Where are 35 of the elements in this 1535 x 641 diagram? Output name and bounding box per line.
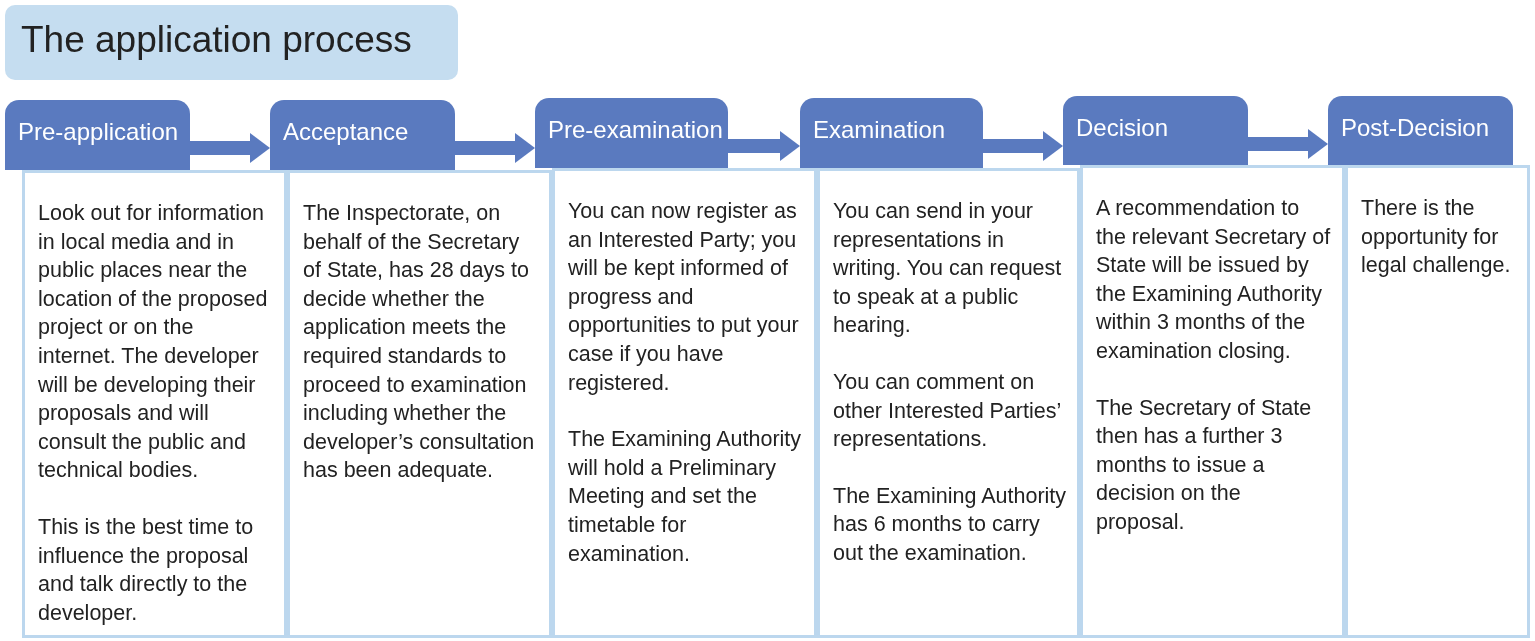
stage-tab bbox=[1063, 96, 1248, 165]
arrow bbox=[190, 133, 270, 163]
arrow bbox=[455, 133, 535, 163]
arrow bbox=[983, 131, 1063, 161]
stage-description: The Examining Authority has 6 months to carry out the examination. bbox=[833, 482, 1068, 567]
stage-description: The Inspectorate, on behalf of the Secretary of State, has 28 days to decide whether the application meets the required standards to proceed to examination including whether the developer’s consultation has been adequate. bbox=[303, 200, 536, 485]
stage-tab bbox=[535, 98, 728, 168]
stage-panel bbox=[1345, 165, 1530, 638]
stage-tab bbox=[5, 100, 190, 170]
stage-heading: Acceptance bbox=[283, 118, 409, 146]
stage-description: This is the best time to influence the proposal and talk directly to the developer. bbox=[38, 513, 255, 627]
arrow bbox=[728, 131, 800, 161]
stage-tab bbox=[1328, 96, 1513, 165]
stage-description: Look out for information in local media and in public places near the location of the proposed project or on the internet. The developer will be developing their proposals and will consult the public and technical bodies. bbox=[38, 200, 269, 485]
stage-heading: Examination bbox=[813, 116, 946, 144]
stage-heading: Decision bbox=[1076, 114, 1169, 142]
title: The application process bbox=[5, 5, 458, 80]
stage-tab bbox=[800, 98, 983, 168]
stage-description: The Secretary of State then has a further 3 months to issue a decision on the proposal. bbox=[1096, 394, 1313, 536]
stage-description: You can comment on other Interested Parties’ representations. bbox=[833, 368, 1062, 454]
stage-panel bbox=[552, 168, 817, 638]
stage-heading: Pre-examination bbox=[548, 116, 723, 144]
stage-heading: Pre-application bbox=[18, 118, 179, 146]
stage-panel bbox=[22, 170, 287, 638]
stage-tab bbox=[270, 100, 455, 170]
stage-heading: Post-Decision bbox=[1341, 114, 1490, 142]
stage-description: A recommendation to the relevant Secretary of State will be issued by the Examining Authority within 3 months of the examination closing. bbox=[1096, 195, 1332, 365]
stage-panel bbox=[817, 168, 1080, 638]
stage-description: The Examining Authority will hold a Preliminary Meeting and set the timetable for examination. bbox=[568, 426, 803, 568]
stage-description: You can now register as an Interested Party; you will be kept informed of progress and opportunities to put your case if you have registered. bbox=[568, 198, 800, 397]
stage-panel bbox=[287, 170, 552, 638]
arrow bbox=[1248, 129, 1328, 159]
stage-description: There is the opportunity for legal challenge. bbox=[1361, 195, 1512, 280]
stage-panel bbox=[1080, 165, 1345, 638]
stage-description: You can send in your representations in writing. You can request to speak at a public hearing. bbox=[833, 198, 1063, 340]
